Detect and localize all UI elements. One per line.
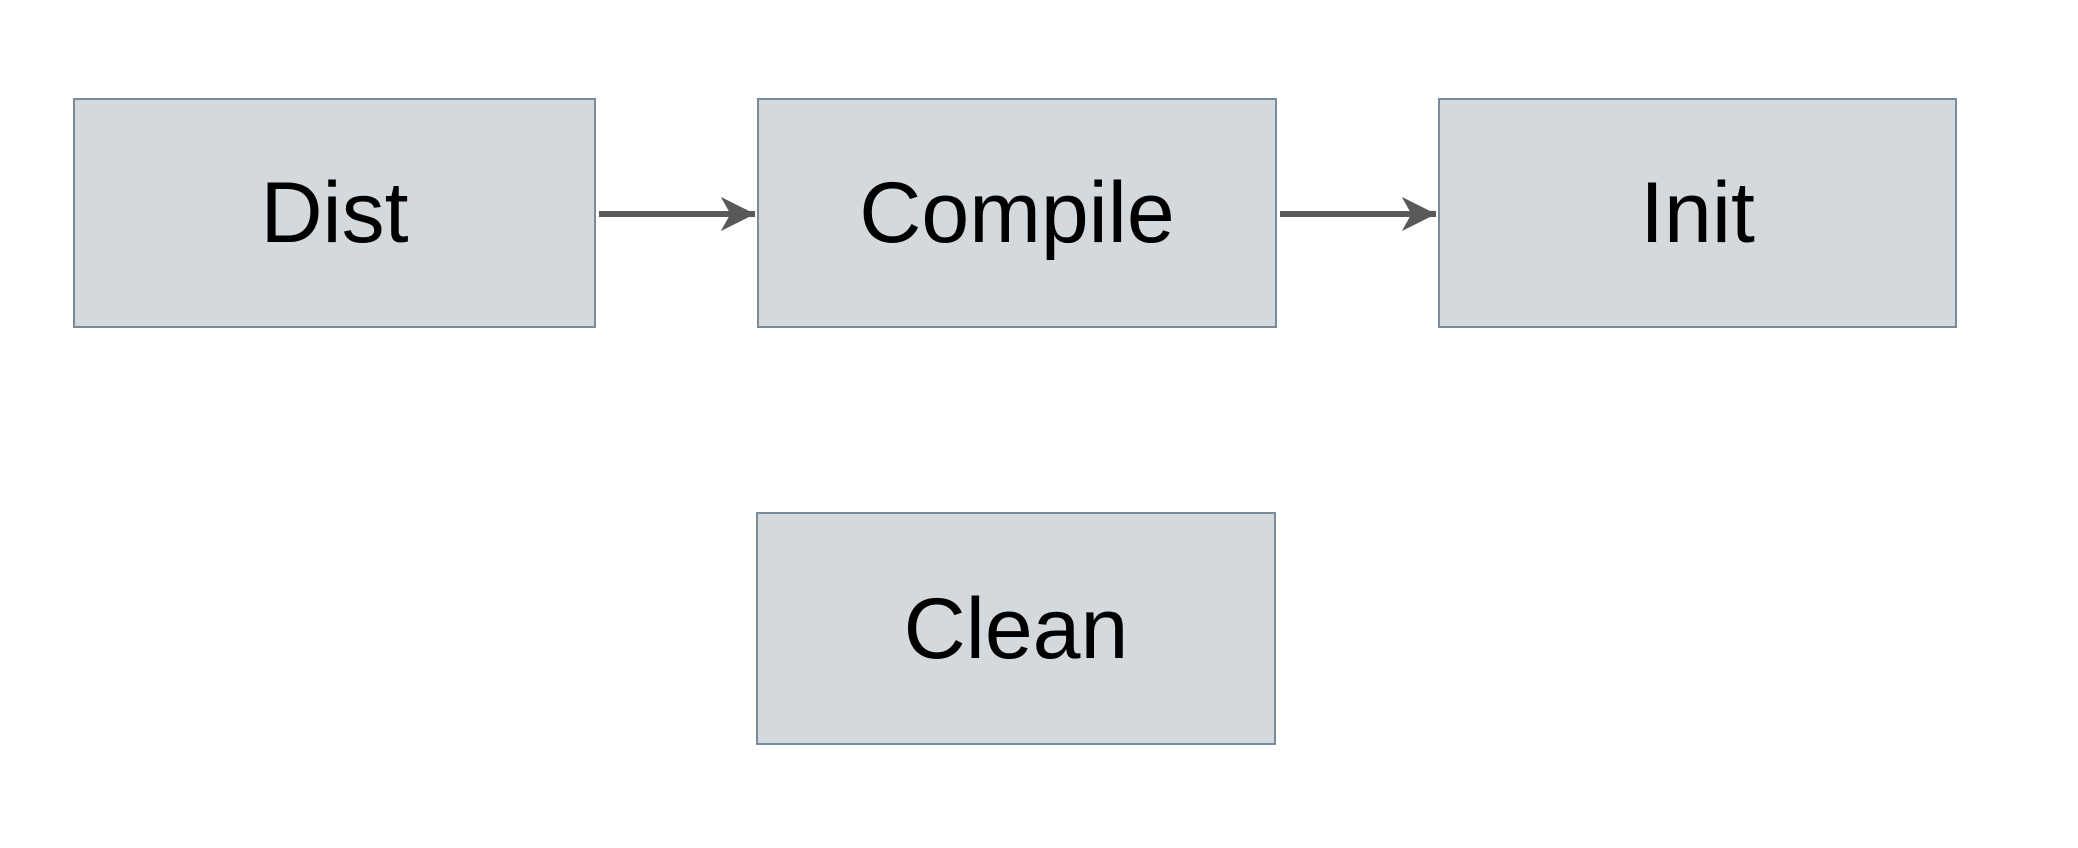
node-compile-label: Compile <box>859 165 1175 261</box>
node-clean: Clean <box>756 512 1276 745</box>
node-clean-label: Clean <box>903 580 1129 677</box>
node-dist-label: Dist <box>260 165 409 261</box>
node-dist: Dist <box>73 98 596 328</box>
node-compile: Compile <box>757 98 1277 328</box>
node-init: Init <box>1438 98 1957 328</box>
node-init-label: Init <box>1640 165 1755 261</box>
